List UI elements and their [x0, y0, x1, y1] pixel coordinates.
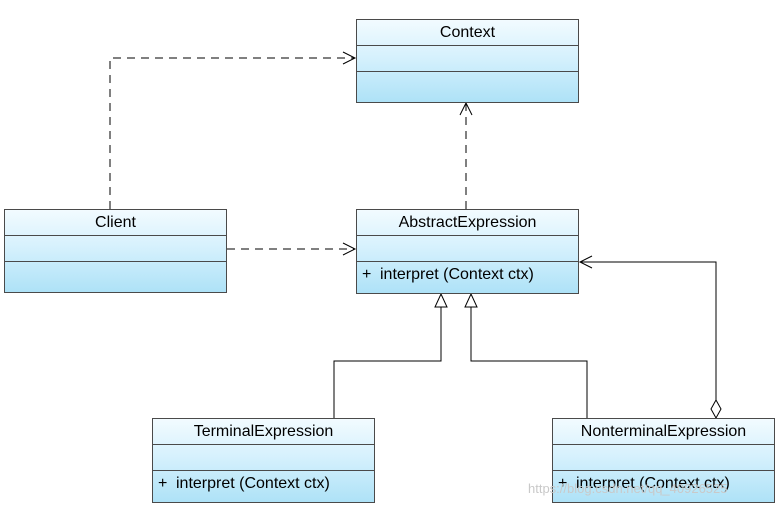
- operation: + interpret (Context ctx): [153, 471, 374, 496]
- attributes-compartment: [553, 444, 774, 470]
- generalization-triangle: [434, 292, 448, 308]
- dependency-arrowhead: [459, 101, 473, 116]
- client-class[interactable]: Client: [4, 209, 227, 293]
- operation-signature: interpret (Context ctx): [576, 475, 730, 492]
- abstract-expression-class[interactable]: AbstractExpression + interpret (Context c…: [356, 209, 579, 294]
- attributes-compartment: [5, 235, 226, 261]
- nonterminal-expression-class[interactable]: NonterminalExpression + interpret (Contex…: [552, 418, 775, 503]
- operation-signature: interpret (Context ctx): [380, 266, 534, 283]
- operation: + interpret (Context ctx): [553, 471, 774, 496]
- operations-compartment: + interpret (Context ctx): [357, 261, 578, 293]
- watermark-text: https://blog.csdn.net/qq_40926525: [528, 481, 728, 496]
- context-class[interactable]: Context: [356, 19, 579, 103]
- operation: + interpret (Context ctx): [357, 262, 578, 287]
- class-name: Client: [95, 214, 136, 231]
- aggregation-arrowhead: [578, 255, 593, 269]
- attributes-compartment: [153, 444, 374, 470]
- aggregation-nonterminal-abstract: [580, 261, 717, 400]
- generalization-triangle: [464, 292, 478, 308]
- dependency-arrowhead: [342, 242, 357, 256]
- attributes-compartment: [357, 235, 578, 261]
- class-name: TerminalExpression: [193, 423, 334, 440]
- visibility-marker: +: [558, 475, 568, 492]
- aggregation-diamond: [710, 398, 722, 420]
- operations-compartment: [5, 261, 226, 292]
- dependency-client-context: [109, 57, 355, 209]
- operations-compartment: [357, 71, 578, 102]
- attributes-compartment: [357, 45, 578, 71]
- terminal-expression-class[interactable]: TerminalExpression + interpret (Context c…: [152, 418, 375, 503]
- class-name: AbstractExpression: [398, 214, 537, 231]
- visibility-marker: +: [158, 475, 168, 492]
- operations-compartment: + interpret (Context ctx): [553, 470, 774, 502]
- dependency-arrowhead: [342, 51, 357, 65]
- operations-compartment: + interpret (Context ctx): [153, 470, 374, 502]
- generalization-nonterminal: [470, 307, 588, 418]
- generalization-terminal: [333, 307, 442, 418]
- operation-signature: interpret (Context ctx): [176, 475, 330, 492]
- visibility-marker: +: [362, 266, 372, 283]
- class-name: NonterminalExpression: [580, 423, 747, 440]
- class-name: Context: [439, 24, 496, 41]
